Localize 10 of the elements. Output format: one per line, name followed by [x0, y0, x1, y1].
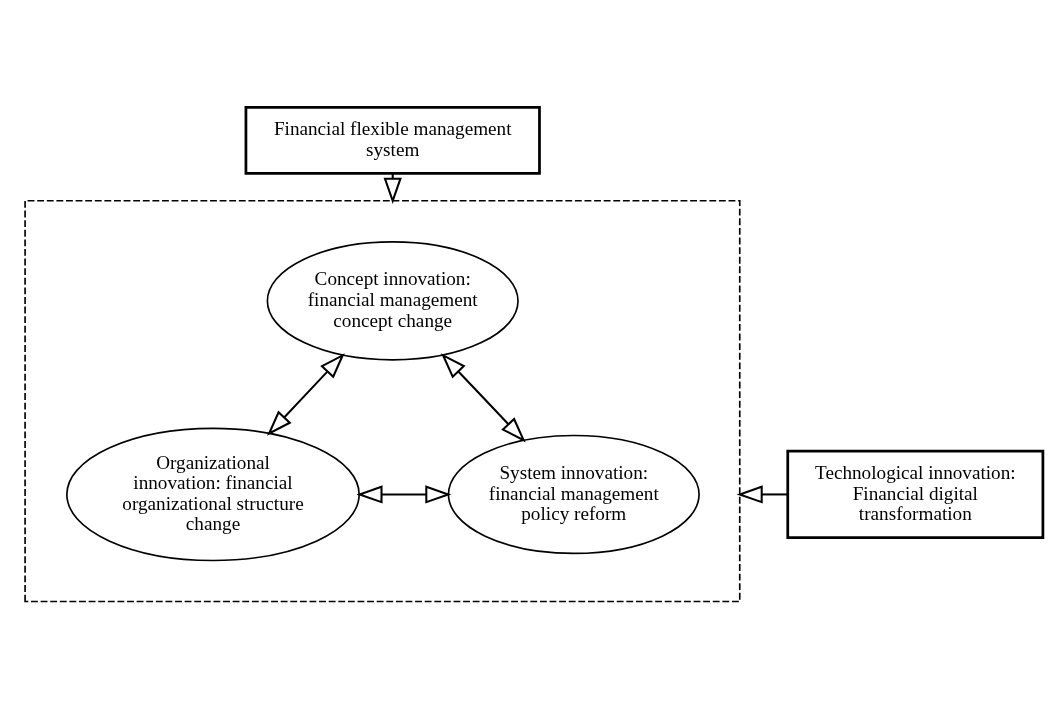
node-ellipse: Concept innovation: financial management concept change [266, 241, 519, 361]
node-ellipse: Organizational innovation: financial organizational structure change [66, 427, 360, 562]
arrow [441, 353, 526, 443]
cluster [24, 199, 741, 603]
arrow [266, 353, 345, 436]
node-ellipse: System innovation: financial management policy reform [447, 434, 700, 555]
arrow [356, 485, 452, 504]
node-box: Financial flexible management system [244, 106, 541, 175]
node-box: Technological innovation: Financial digital transformation [786, 449, 1045, 539]
arrow [736, 485, 788, 504]
